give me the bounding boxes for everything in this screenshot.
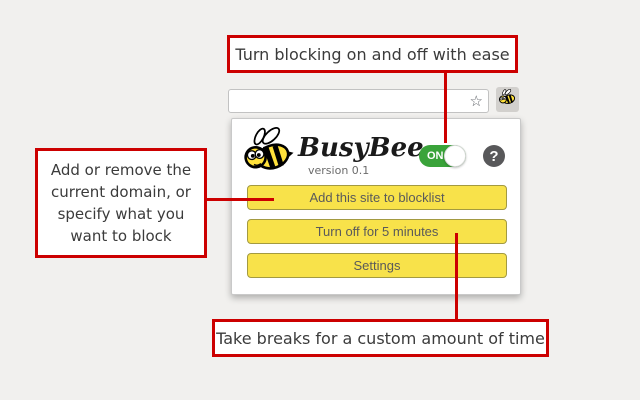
- bee-icon: [498, 88, 517, 111]
- connector-line-bottom: [455, 233, 458, 321]
- bookmark-star-icon[interactable]: ☆: [469, 91, 483, 110]
- address-bar-input[interactable]: [229, 91, 470, 111]
- blocking-toggle[interactable]: ON: [419, 145, 466, 167]
- toggle-knob[interactable]: [444, 145, 466, 167]
- address-bar: ☆: [228, 89, 489, 113]
- busybee-logo-icon: [242, 126, 294, 182]
- version-label: version 0.1: [308, 164, 370, 177]
- settings-button[interactable]: Settings: [247, 253, 507, 278]
- turn-off-5-minutes-button[interactable]: Turn off for 5 minutes: [247, 219, 507, 244]
- busybee-extension-button[interactable]: [496, 87, 519, 112]
- busybee-popup: BusyBee version 0.1 ON ? Add this site t…: [231, 118, 521, 295]
- annotation-breaks: Take breaks for a custom amount of time: [212, 319, 549, 357]
- add-site-to-blocklist-button[interactable]: Add this site to blocklist: [247, 185, 507, 210]
- connector-line-top: [444, 72, 447, 143]
- toggle-state-label: ON: [427, 150, 444, 162]
- annotation-toggle: Turn blocking on and off with ease: [227, 35, 518, 73]
- annotation-blocklist: Add or remove the current domain, or spe…: [35, 148, 207, 258]
- connector-line-left: [206, 198, 274, 201]
- help-button[interactable]: ?: [483, 145, 505, 167]
- popup-title: BusyBee: [298, 133, 424, 163]
